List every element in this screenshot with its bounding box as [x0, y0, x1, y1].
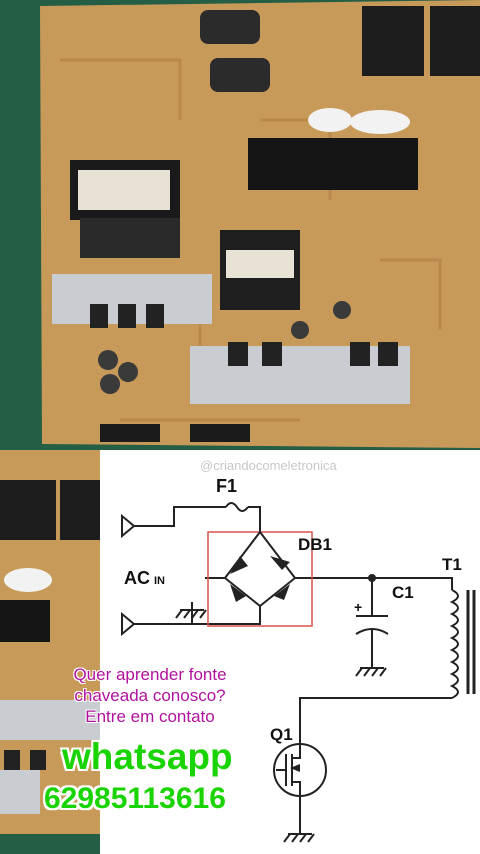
- circuit-board-photo: [0, 0, 480, 450]
- heatsink-bottom: [190, 346, 410, 404]
- ground-icon-q1: [283, 833, 315, 843]
- junction-dot: [368, 574, 376, 582]
- promo-line-3: Entre em contato: [85, 707, 215, 726]
- schematic-panel: @criandocomeletronica: [100, 450, 480, 854]
- circuit-board-photo-left: [0, 450, 100, 854]
- promo-line-2: chaveada conosco?: [74, 686, 226, 705]
- watermark: @criandocomeletronica: [200, 458, 337, 473]
- label-q1: Q1: [270, 725, 293, 744]
- capacitor-large-1: [200, 10, 260, 44]
- ac-terminal-bottom: [121, 611, 136, 637]
- label-ac: AC: [124, 568, 150, 588]
- ground-icon-c1: [355, 667, 387, 677]
- heatsink-black: [248, 138, 418, 190]
- schematic-diagram: F1 DB1 AC IN C1 + T1 Q1: [121, 476, 476, 843]
- label-c1: C1: [392, 583, 414, 602]
- wire-ac-top: [132, 506, 226, 527]
- wire-fuse-to-bridge: [248, 506, 261, 532]
- promo-block: Quer aprender fonte chaveada conosco? En…: [0, 664, 300, 727]
- fuse-icon: [225, 502, 249, 512]
- ground-icon-ac: [175, 609, 207, 619]
- diode-icon: [230, 556, 290, 602]
- transformer-coil-icon: [449, 589, 459, 699]
- circuit-board-illustration: [40, 0, 480, 448]
- wire-ac-bottom: [134, 606, 261, 625]
- label-plus: +: [354, 599, 362, 615]
- whatsapp-label: whatsapp: [62, 736, 233, 777]
- phone-number: 62985113616: [44, 782, 226, 815]
- promo-line-1: Quer aprender fonte: [73, 665, 227, 684]
- label-db1: DB1: [298, 535, 332, 554]
- capacitor-large-2: [210, 58, 270, 92]
- circuit-board-left-illustration: [0, 450, 100, 854]
- ac-terminal-top: [121, 513, 136, 539]
- label-ac-sub: IN: [154, 575, 165, 587]
- label-t1: T1: [442, 555, 462, 574]
- label-f1: F1: [216, 476, 237, 496]
